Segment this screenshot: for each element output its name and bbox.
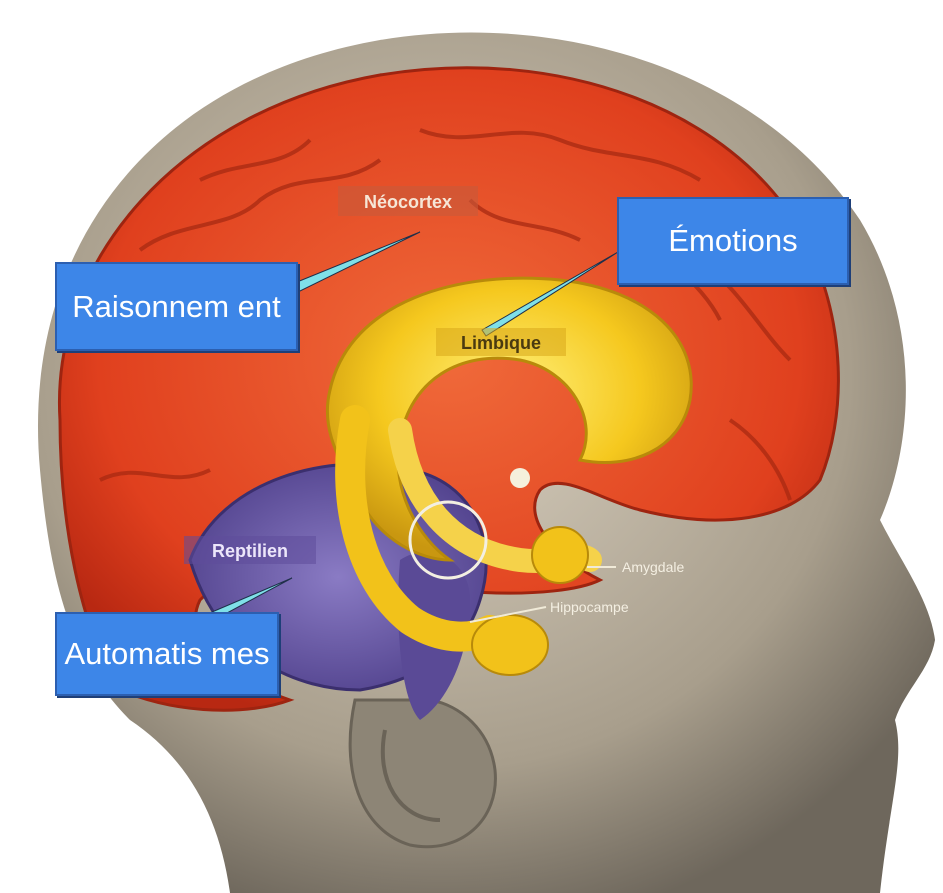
amygdala-body xyxy=(532,527,588,583)
hippocampus-body xyxy=(472,615,548,675)
label-neocortex: Néocortex xyxy=(364,192,452,212)
callout-emotions: Émotions xyxy=(617,197,849,285)
callout-raisonnement: Raisonnem ent xyxy=(55,262,298,351)
callout-automatismes: Automatis mes xyxy=(55,612,279,696)
label-reptilien: Reptilien xyxy=(212,541,288,561)
label-limbique: Limbique xyxy=(461,333,541,353)
label-hippocampe: Hippocampe xyxy=(550,599,629,615)
label-amygdale: Amygdale xyxy=(622,559,684,575)
